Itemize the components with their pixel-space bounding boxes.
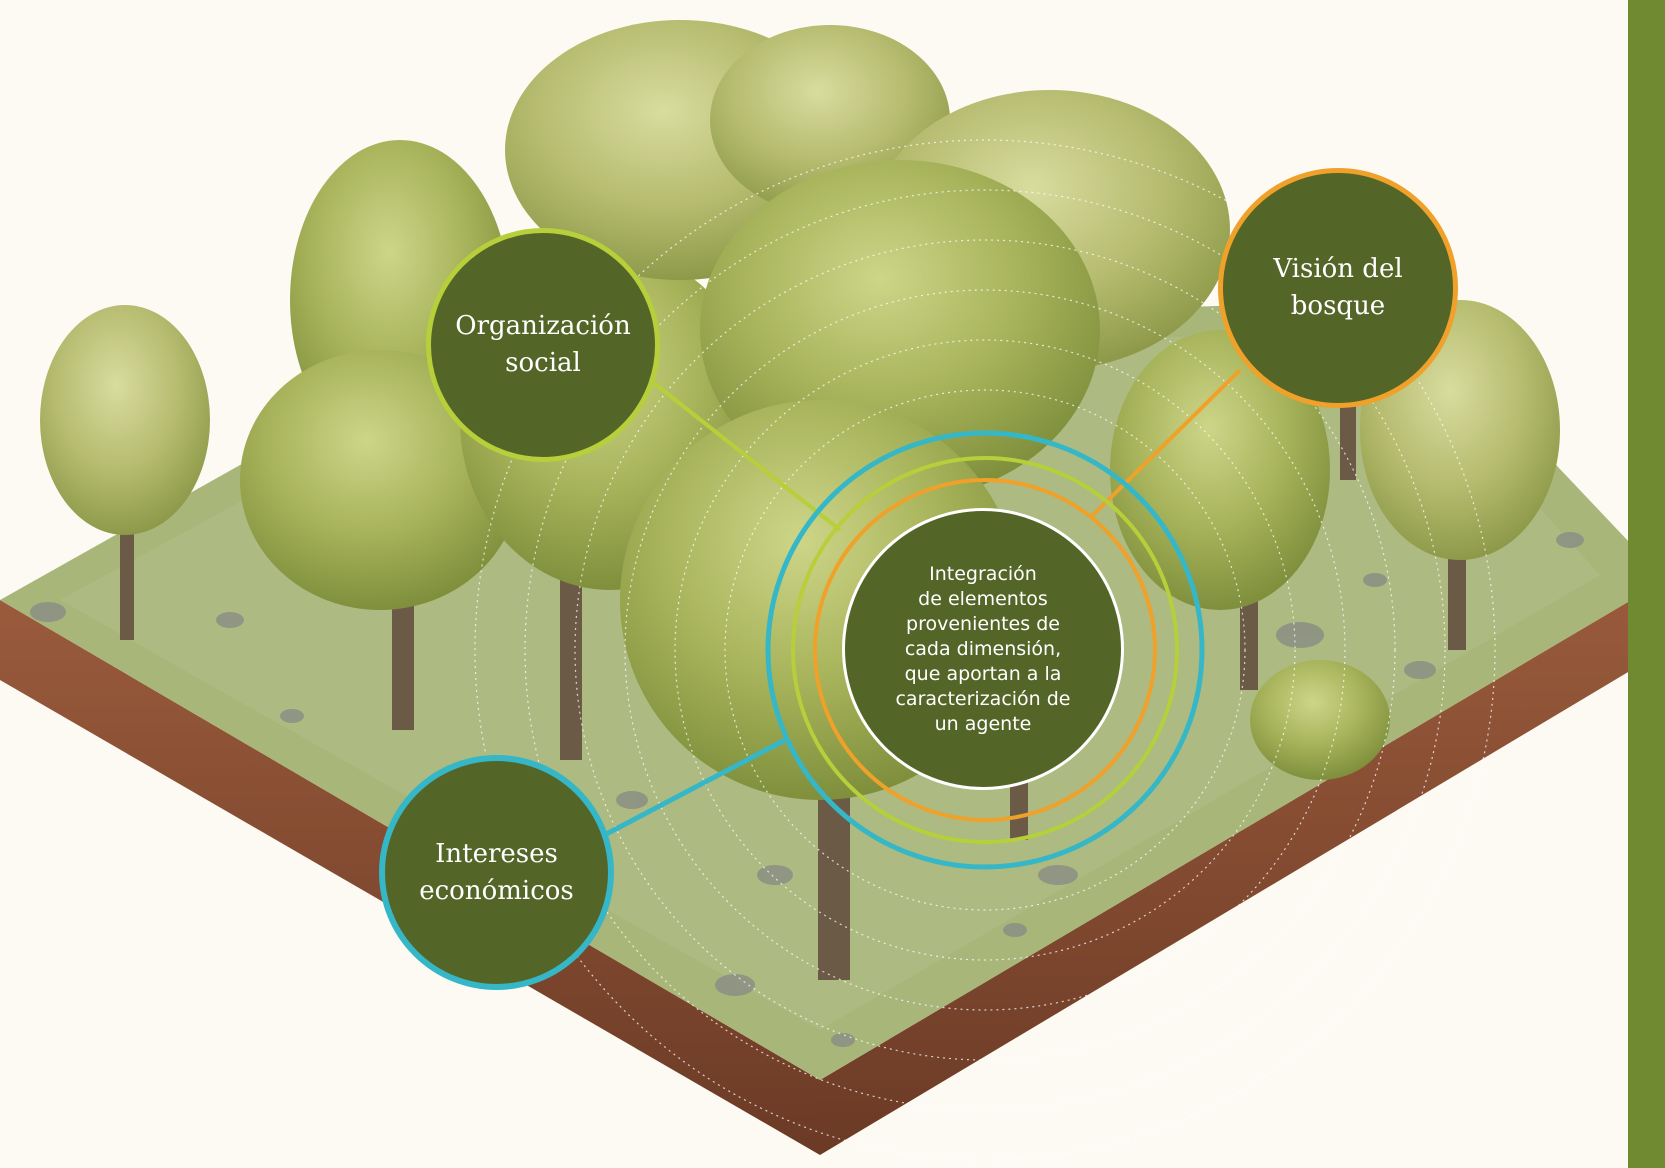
rocks (30, 532, 1584, 1047)
connector-social (648, 378, 842, 532)
side-bar (1628, 0, 1665, 1168)
soil-right-face (820, 580, 1665, 1155)
ring-teal (765, 430, 1205, 870)
dotted-rings (474, 139, 1496, 1161)
connector-economic (593, 737, 787, 843)
connector-vision (1088, 368, 1242, 520)
ring-orange (813, 478, 1157, 822)
ring-green (791, 456, 1179, 844)
